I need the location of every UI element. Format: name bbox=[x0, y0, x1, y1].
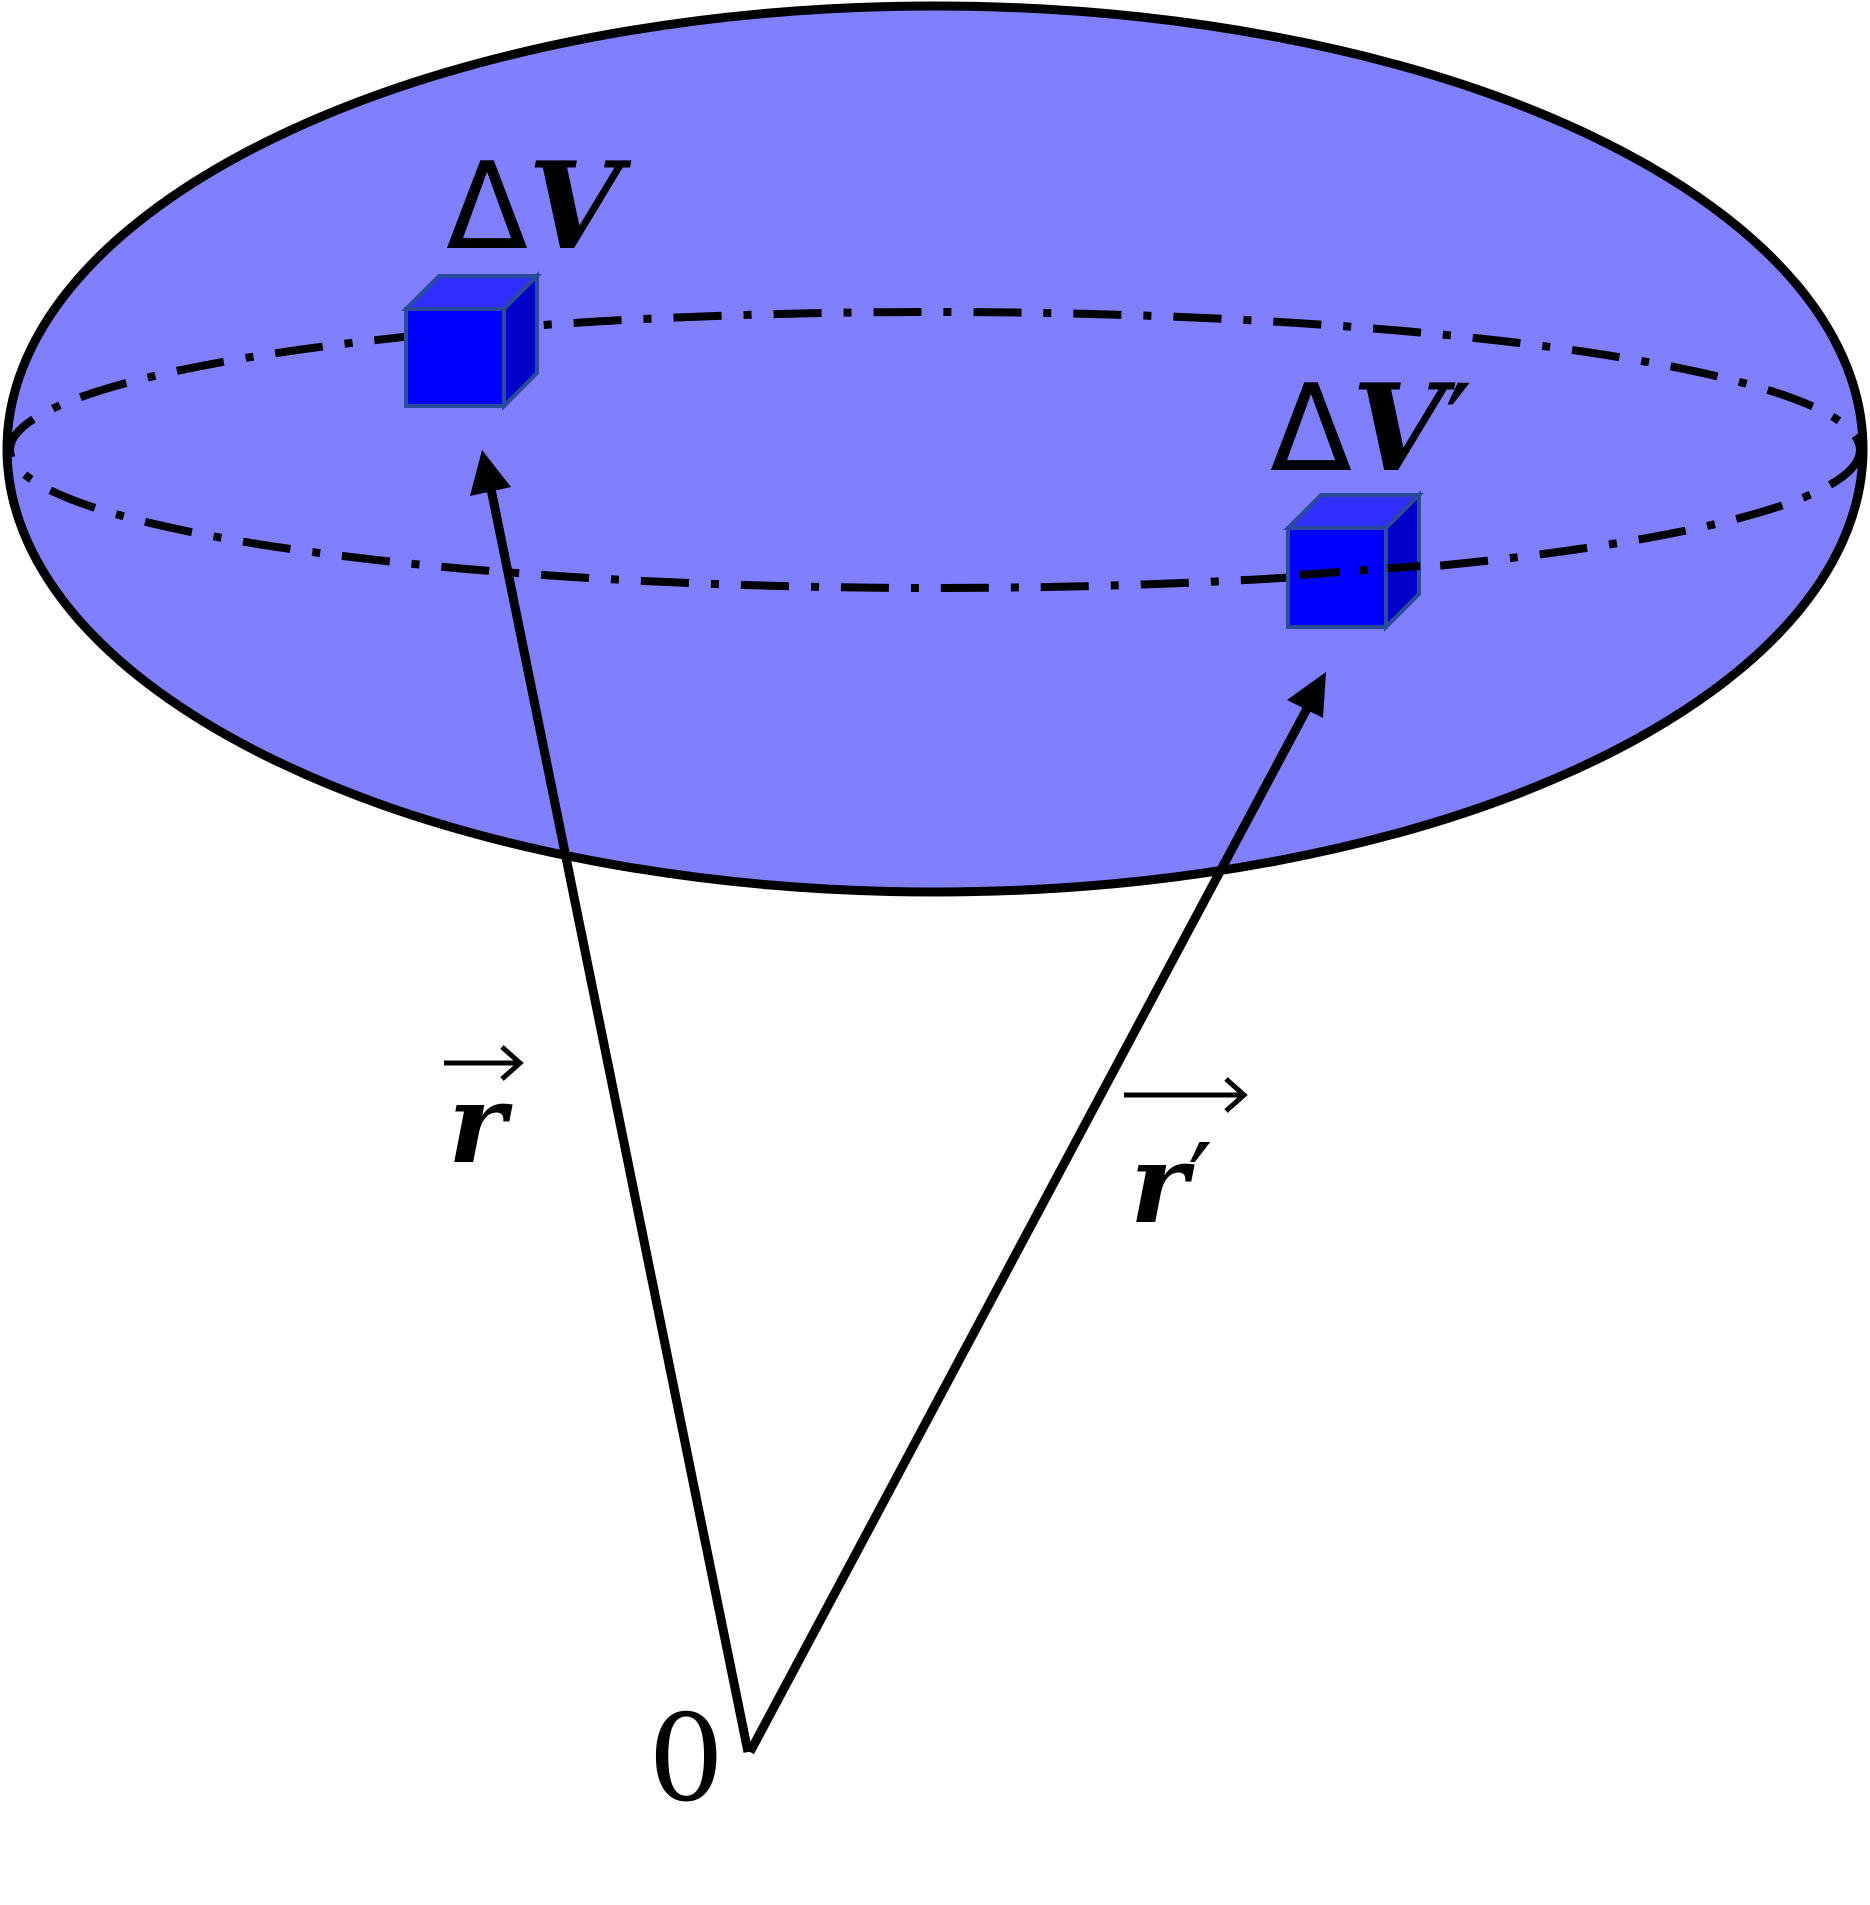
vector-r-prime-symbol: r bbox=[1130, 1119, 1195, 1248]
delta-symbol: Δ bbox=[446, 138, 528, 277]
equator-dashdot-front-segment bbox=[1299, 562, 1421, 579]
overarrow-icon bbox=[444, 1045, 524, 1081]
vector-r-arrow bbox=[470, 450, 753, 1753]
volume-symbol: V bbox=[528, 136, 632, 277]
vector-r-shaft bbox=[485, 483, 753, 1753]
cube-delta-v-prime bbox=[1283, 490, 1424, 632]
label-delta-v-prime: ΔV′ bbox=[1270, 358, 1472, 499]
label-delta-v: ΔV bbox=[446, 136, 632, 277]
vector-r-prime-text: r′ bbox=[1130, 1119, 1213, 1248]
origin-label: 0 bbox=[648, 1690, 724, 1829]
overarrow-icon bbox=[1124, 1077, 1248, 1113]
cube-delta-v-front bbox=[404, 307, 506, 408]
vector-r-prime-arrowhead bbox=[1287, 672, 1326, 718]
delta-symbol-prime: Δ bbox=[1270, 360, 1352, 499]
prime-symbol-vector: ′ bbox=[1188, 1120, 1213, 1248]
equator-dashdot-ellipse bbox=[6, 308, 1864, 592]
cube-delta-v bbox=[401, 271, 542, 411]
body-ellipse bbox=[2, 1, 1868, 897]
vector-r-prime-shaft bbox=[746, 700, 1314, 1755]
vector-r-prime-arrow bbox=[746, 672, 1326, 1755]
prime-symbol-volume: ′ bbox=[1445, 360, 1472, 499]
vector-r-symbol: r bbox=[448, 1059, 513, 1188]
label-vector-r-prime: r′ bbox=[1124, 1077, 1248, 1248]
volume-symbol-prime: V bbox=[1352, 358, 1456, 499]
vector-r-arrowhead bbox=[470, 450, 511, 496]
label-vector-r: r bbox=[444, 1045, 524, 1188]
